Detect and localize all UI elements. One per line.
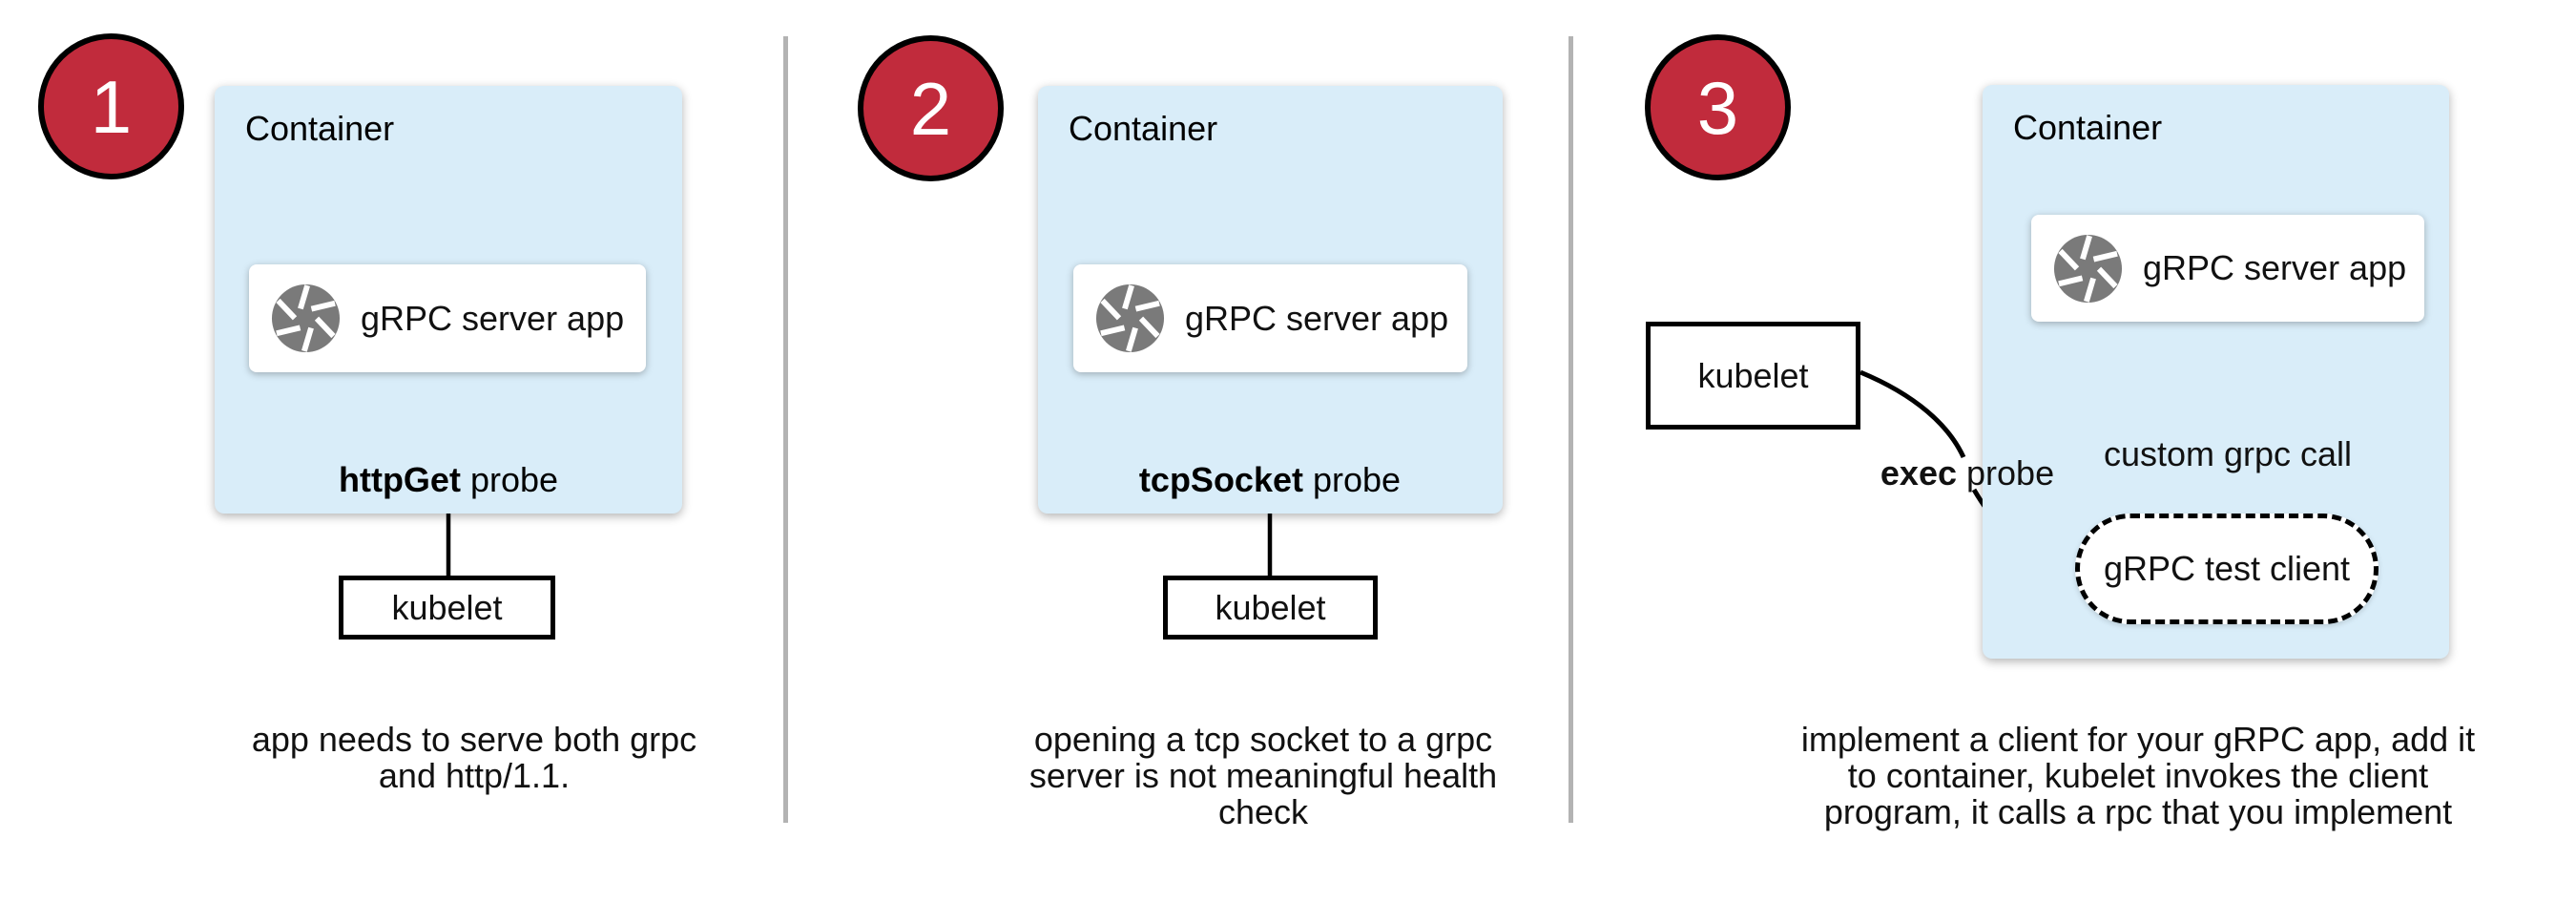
probe-type: exec — [1880, 453, 1958, 493]
caption-1: app needs to serve both grpc and http/1.… — [252, 722, 696, 794]
app-label: gRPC server app — [1185, 298, 1449, 338]
exec-curve-upper — [1859, 369, 1966, 459]
app-box-2: gRPC server app — [1073, 264, 1467, 372]
probe-type: tcpSocket — [1138, 460, 1303, 499]
aperture-icon — [1095, 283, 1165, 353]
test-client-label: gRPC test client — [2103, 549, 2351, 588]
container-label: Container — [245, 109, 395, 148]
probe-label-3: exec probe — [1880, 453, 2055, 493]
probe-label-2: tcpSocket probe — [1138, 460, 1402, 499]
step-number: 2 — [909, 66, 952, 151]
kubelet-label: kubelet — [1697, 355, 1809, 395]
caption-2: opening a tcp socket to a grpc server is… — [1029, 722, 1497, 830]
test-client-pill: gRPC test client — [2075, 514, 2379, 624]
caption-line: app needs to serve both grpc — [251, 720, 697, 759]
app-box-3: gRPC server app — [2031, 215, 2424, 322]
container-label: Container — [2013, 108, 2163, 147]
step-badge-1: 1 — [38, 33, 184, 179]
caption-3: implement a client for your gRPC app, ad… — [1801, 722, 2475, 830]
caption-line: server is not meaningful health — [1028, 756, 1498, 795]
aperture-icon — [271, 283, 341, 353]
caption-line: to container, kubelet invokes the client — [1847, 756, 2429, 795]
container-box-2: Container gRPC server app tcpSoc — [1038, 86, 1503, 514]
kubelet-box-2: kubelet — [1163, 576, 1378, 640]
kubelet-box-1: kubelet — [339, 576, 555, 640]
step-number: 3 — [1696, 65, 1739, 150]
container-box-3: Container gRPC server app gRPC t — [1983, 85, 2449, 659]
caption-line: check — [1217, 792, 1309, 831]
step-number: 1 — [90, 64, 133, 149]
probe-type: httpGet — [338, 460, 461, 499]
kubelet-label: kubelet — [391, 587, 503, 627]
container-box-1: Container gRPC server app httpGe — [215, 86, 682, 514]
panel-divider-2 — [1568, 36, 1573, 823]
app-box-1: gRPC server app — [249, 264, 646, 372]
step-badge-3: 3 — [1645, 34, 1791, 180]
app-label: gRPC server app — [361, 298, 625, 338]
kubelet-box-3: kubelet — [1646, 322, 1860, 430]
panel-divider-1 — [783, 36, 788, 823]
caption-line: and http/1.1. — [378, 756, 571, 795]
aperture-icon — [2053, 234, 2123, 303]
app-label: gRPC server app — [2143, 248, 2407, 287]
probe-label-1: httpGet probe — [338, 460, 559, 499]
caption-line: opening a tcp socket to a grpc — [1033, 720, 1493, 759]
caption-line: implement a client for your gRPC app, ad… — [1800, 720, 2476, 759]
container-label: Container — [1069, 109, 1218, 148]
caption-line: program, it calls a rpc that you impleme… — [1823, 792, 2453, 831]
kubelet-label: kubelet — [1215, 587, 1326, 627]
custom-call-label: custom grpc call — [2103, 434, 2353, 473]
step-badge-2: 2 — [858, 35, 1004, 181]
